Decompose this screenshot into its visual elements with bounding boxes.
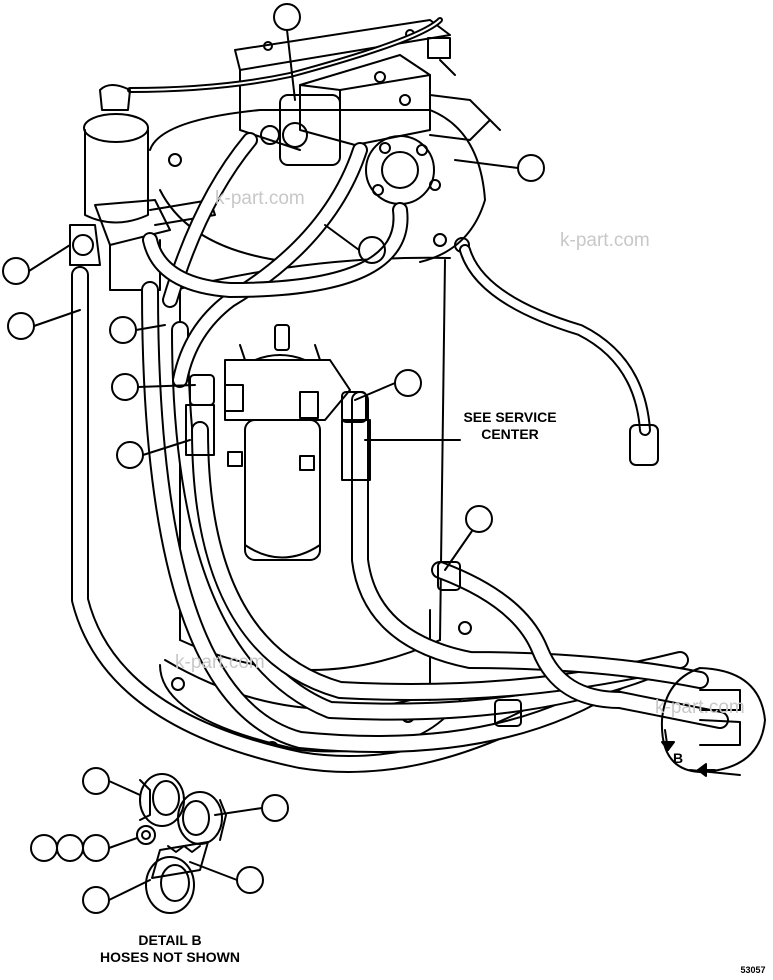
service-center-label: SEE SERVICE CENTER: [455, 409, 565, 443]
service-center-line2: CENTER: [481, 426, 539, 442]
top-hose-loop: [127, 17, 456, 93]
service-center-line1: SEE SERVICE: [463, 409, 557, 425]
valve-block: [234, 19, 501, 205]
detail-b-note: HOSES NOT SHOWN: [99, 949, 240, 965]
watermark-2: k-part.com: [560, 230, 650, 251]
detail-b-parts: [136, 773, 227, 914]
section-b-callout: [660, 667, 766, 777]
watermark-3: k-part.com: [175, 652, 265, 673]
left-filter-cylinder: [69, 84, 216, 291]
detail-b-caption: DETAIL B HOSES NOT SHOWN: [80, 932, 260, 966]
watermark-4: k-part.com: [655, 697, 745, 718]
view-b-letter: B: [672, 750, 684, 766]
spin-on-filter: [185, 324, 371, 561]
hose-bundle-left: [71, 266, 689, 773]
hose-bundle-right: [142, 132, 729, 729]
callouts: [2, 3, 545, 914]
watermark-1: k-part.com: [215, 188, 305, 209]
drawing-number: 53057: [740, 965, 766, 975]
detail-b-title: DETAIL B: [138, 932, 202, 948]
